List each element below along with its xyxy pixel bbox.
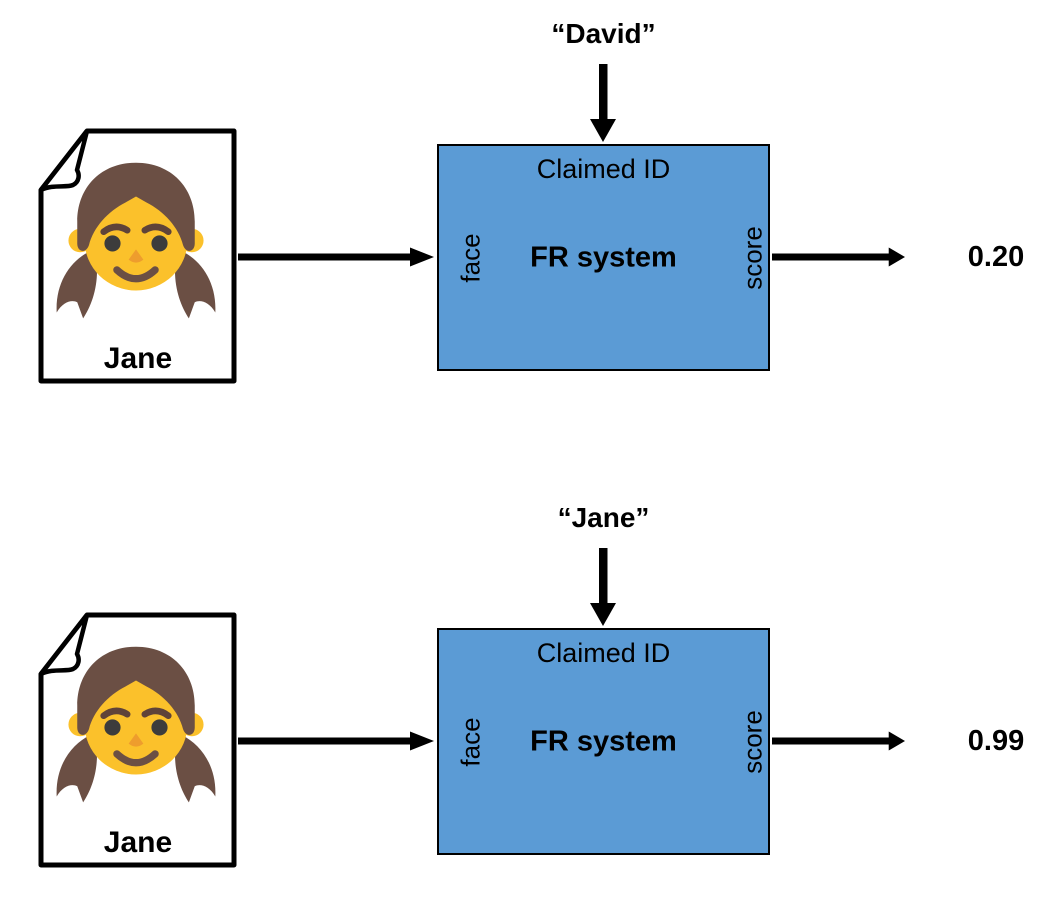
score-output-port-label: score xyxy=(737,225,768,290)
photo-label: Jane xyxy=(103,342,173,375)
claimed-id-text: “Jane” xyxy=(557,502,650,533)
flow-impostor-claim: “David” Jane Claimed ID FR system face s… xyxy=(0,18,1025,449)
claimed-id-text: “David” xyxy=(551,18,656,49)
claimed-id-label: Claimed ID xyxy=(536,638,671,668)
probe-photo-document: Jane xyxy=(38,127,238,385)
face-input-port-label: face xyxy=(455,232,486,283)
probe-photo-document: Jane xyxy=(38,611,238,869)
arrow-right-icon xyxy=(238,731,434,751)
photo-label: Jane xyxy=(103,826,173,859)
fr-system-box: Claimed ID FR system face score xyxy=(437,628,770,855)
fr-system-title: FR system xyxy=(530,241,677,273)
flow-genuine-claim: “Jane” Jane Claimed ID FR system face sc… xyxy=(0,484,1064,898)
girl-emoji-icon xyxy=(42,632,230,820)
arrow-down-icon xyxy=(589,548,617,626)
score-output-port-label: score xyxy=(737,709,768,774)
girl-emoji-icon xyxy=(42,148,230,336)
fr-system-box: Claimed ID FR system face score xyxy=(437,144,770,371)
similarity-score: 0.20 xyxy=(967,241,1025,273)
similarity-score: 0.99 xyxy=(967,725,1025,757)
fr-system-title: FR system xyxy=(530,725,677,757)
arrow-right-icon xyxy=(238,247,434,267)
claimed-id-label: Claimed ID xyxy=(536,154,671,184)
arrow-down-icon xyxy=(589,64,617,142)
arrow-right-icon xyxy=(772,247,905,267)
face-input-port-label: face xyxy=(455,716,486,767)
arrow-right-icon xyxy=(772,731,905,751)
